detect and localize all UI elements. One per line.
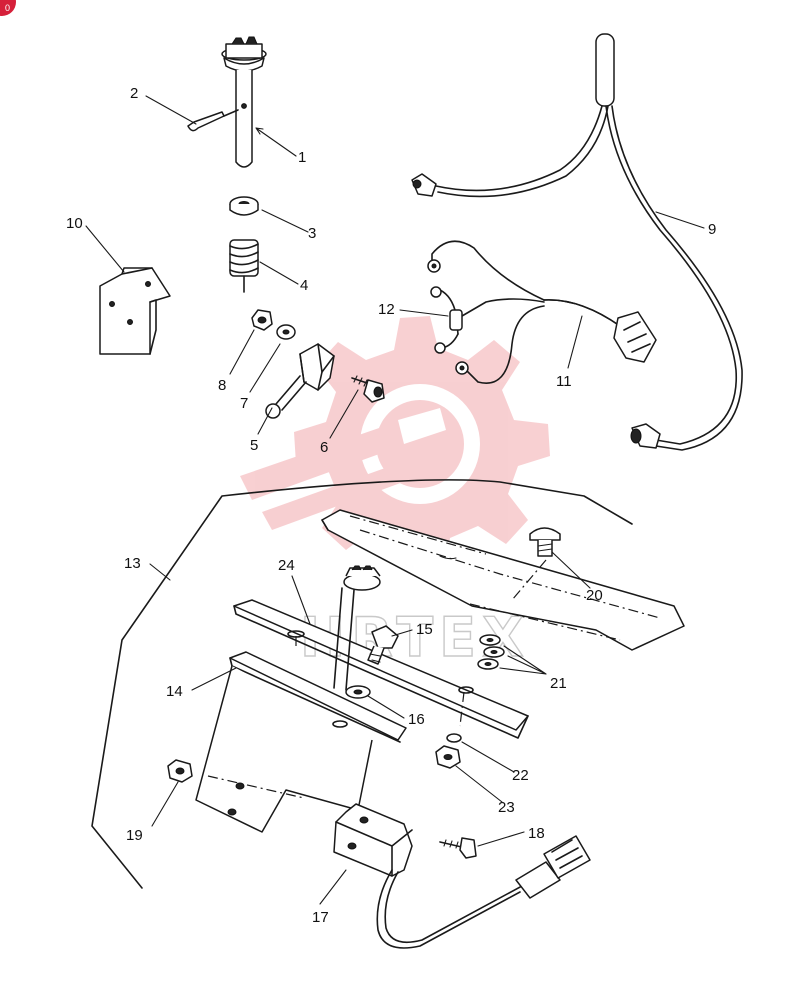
part-13-console-outline	[91, 479, 633, 889]
callout-15: 15	[416, 621, 433, 638]
callout-12: 12	[378, 301, 395, 318]
callout-19: 19	[126, 827, 143, 844]
part-24-plate	[233, 565, 529, 739]
part-5-lever	[265, 343, 335, 419]
callout-9: 9	[708, 221, 716, 238]
part-18-screw	[439, 837, 477, 859]
callout-13: 13	[124, 555, 141, 572]
part-15-bolt	[367, 625, 399, 665]
part-9-cable-assembly	[411, 33, 743, 451]
part-17-switch	[333, 803, 591, 949]
callout-17: 17	[312, 909, 329, 926]
callout-1: 1	[298, 149, 306, 166]
callout-5: 5	[250, 437, 258, 454]
callout-6: 6	[320, 439, 328, 456]
callout-20: 20	[586, 587, 603, 604]
part-10-bracket	[99, 267, 171, 355]
part-14-mounting-bracket	[195, 651, 407, 833]
part-3-washer	[229, 196, 259, 216]
part-19-nut	[167, 759, 193, 783]
part-1-pin	[221, 36, 267, 168]
callout-16: 16	[408, 711, 425, 728]
callout-8: 8	[218, 377, 226, 394]
callout-18: 18	[528, 825, 545, 842]
callout-10: 10	[66, 215, 83, 232]
leader-lines	[85, 95, 705, 905]
part-4-spring	[229, 239, 259, 293]
part-16-washer	[345, 685, 371, 699]
part-22-lock-washer	[446, 733, 462, 743]
part-20-carriage-bolt	[529, 527, 561, 557]
callout-24: 24	[278, 557, 295, 574]
callout-14: 14	[166, 683, 183, 700]
part-23-nut	[435, 745, 461, 769]
callout-3: 3	[308, 225, 316, 242]
callout-2: 2	[130, 85, 138, 102]
part-11-wiring-harness	[427, 240, 657, 384]
part-2-cotter-pin	[187, 109, 239, 132]
callout-11: 11	[556, 373, 572, 390]
part-6-bolt	[351, 375, 385, 403]
part-8-nut	[251, 309, 273, 331]
callout-23: 23	[498, 799, 515, 816]
callout-7: 7	[240, 395, 248, 412]
top-panel	[321, 509, 685, 651]
callout-4: 4	[300, 277, 308, 294]
assembly-center-lines	[207, 559, 547, 799]
callout-21: 21	[550, 675, 567, 692]
callout-22: 22	[512, 767, 529, 784]
part-12-terminal-lead	[430, 286, 463, 354]
part-7-washer	[276, 324, 296, 340]
part-21-washers	[477, 634, 505, 670]
